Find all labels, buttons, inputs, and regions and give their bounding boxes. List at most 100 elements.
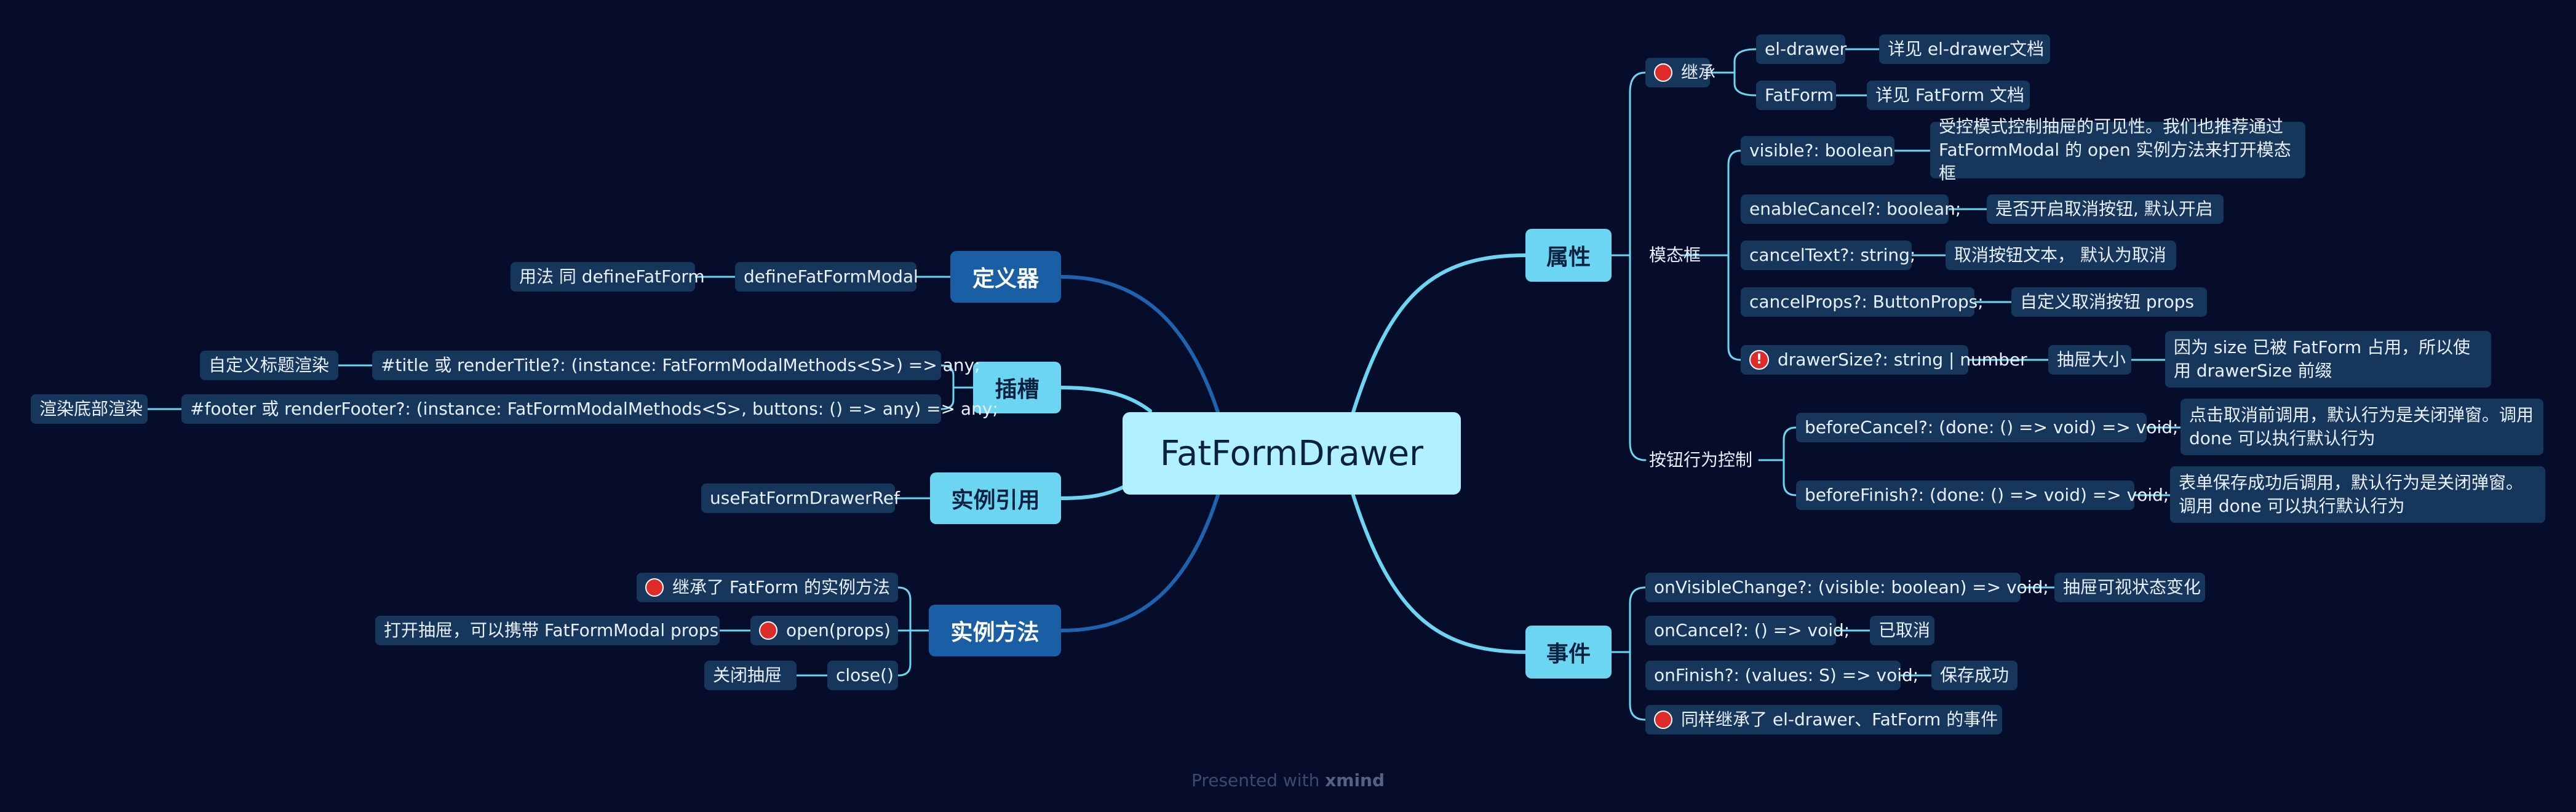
event-item-on-cancel-note[interactable]: 已取消	[1870, 616, 1934, 645]
warning-icon: !	[1749, 350, 1769, 370]
node-label: 打开抽屉，可以携带 FatFormModal props	[384, 620, 719, 640]
node-label: visible?: boolean	[1749, 140, 1894, 161]
node-label: 已取消	[1878, 620, 1931, 640]
node-label: #title 或 renderTitle?: (instance: FatFor…	[381, 355, 980, 375]
event-item-inherited[interactable]: 同样继承了 el-drawer、FatForm 的事件	[1645, 705, 2002, 734]
node-label: cancelProps?: ButtonProps;	[1749, 292, 1984, 312]
event-item-on-finish[interactable]: onFinish?: (values: S) => void;	[1645, 661, 1918, 690]
branch-definer[interactable]: 定义器	[950, 251, 1061, 303]
modal-item-visible-note[interactable]: 受控模式控制抽屉的可见性。我们也推荐通过 FatFormModal 的 open…	[1930, 116, 2305, 183]
modal-item-cancel-text-note[interactable]: 取消按钮文本， 默认为取消	[1946, 241, 2176, 270]
node-label: 渲染底部渲染	[39, 399, 143, 419]
node-label: beforeFinish?: (done: () => void) => voi…	[1805, 485, 2169, 505]
inherit-node[interactable]: 继承	[1645, 58, 1715, 87]
branch-methods-label: 实例方法	[950, 620, 1040, 645]
modal-item-cancel-text[interactable]: cancelText?: string;	[1741, 241, 1916, 270]
node-label: FatForm	[1765, 85, 1834, 105]
behavior-item-before-cancel-note[interactable]: 点击取消前调用，默认行为是关闭弹窗。调用 done 可以执行默认行为	[2180, 399, 2543, 455]
node-label: drawerSize?: string | number	[1778, 349, 2027, 370]
node-label: 保存成功	[1940, 665, 2010, 685]
inherit-item-el-drawer-note[interactable]: 详见 el-drawer文档	[1879, 34, 2050, 64]
behavior-item-before-finish[interactable]: beforeFinish?: (done: () => void) => voi…	[1796, 480, 2169, 510]
node-label: 因为 size 已被 FatForm 占用，所以使用 drawerSize 前缀	[2174, 337, 2471, 381]
branch-methods[interactable]: 实例方法	[929, 605, 1061, 656]
inherit-item-fatform[interactable]: FatForm	[1756, 81, 1836, 110]
slot-item-title[interactable]: #title 或 renderTitle?: (instance: FatFor…	[372, 351, 980, 380]
modal-item-cancel-props[interactable]: cancelProps?: ButtonProps;	[1741, 287, 1984, 317]
node-label: 自定义标题渲染	[209, 355, 330, 375]
event-item-on-finish-note[interactable]: 保存成功	[1931, 661, 2017, 690]
presented-with-footer: Presented with xmind	[0, 770, 2576, 790]
node-label: 详见 FatForm 文档	[1875, 85, 2025, 105]
node-label: 表单保存成功后调用，默认行为是关闭弹窗。调用 done 可以执行默认行为	[2179, 472, 2524, 516]
definer-note[interactable]: 用法 同 defineFatForm	[511, 262, 705, 292]
branch-events[interactable]: 事件	[1525, 626, 1612, 679]
event-item-on-visible-change[interactable]: onVisibleChange?: (visible: boolean) => …	[1645, 573, 2049, 602]
node-label: open(props)	[786, 620, 891, 640]
node-label: onCancel?: () => void;	[1654, 620, 1850, 640]
method-item-open[interactable]: open(props)	[750, 616, 898, 645]
definer-item[interactable]: defineFatFormModal	[735, 262, 918, 292]
branch-ref[interactable]: 实例引用	[930, 472, 1061, 524]
root-label: FatFormDrawer	[1159, 433, 1424, 474]
node-label: 按钮行为控制	[1649, 450, 1753, 470]
root-node[interactable]: FatFormDrawer	[1123, 412, 1461, 495]
node-label: enableCancel?: boolean;	[1749, 199, 1962, 219]
ref-item[interactable]: useFatFormDrawerRef	[701, 484, 900, 513]
connector-root-events	[1351, 493, 1527, 654]
node-label: 自定义取消按钮 props	[2020, 292, 2195, 312]
node-label: 取消按钮文本， 默认为取消	[1954, 245, 2166, 265]
modal-item-drawer-size-note[interactable]: 抽屉大小	[2048, 345, 2131, 375]
connector-root-slots	[1059, 386, 1152, 413]
modal-item-enable-cancel-note[interactable]: 是否开启取消按钮, 默认开启	[1987, 194, 2224, 224]
behavior-item-before-finish-note[interactable]: 表单保存成功后调用，默认行为是关闭弹窗。调用 done 可以执行默认行为	[2170, 466, 2545, 523]
node-label: 关闭抽屉	[713, 665, 782, 685]
behavior-node[interactable]: 按钮行为控制	[1645, 445, 1759, 475]
inherit-item-fatform-note[interactable]: 详见 FatForm 文档	[1867, 81, 2030, 110]
modal-item-enable-cancel[interactable]: enableCancel?: boolean;	[1741, 194, 1961, 224]
red-dot-icon	[1654, 710, 1672, 729]
slot-item-footer-note[interactable]: 渲染底部渲染	[31, 394, 148, 424]
modal-item-cancel-props-note[interactable]: 自定义取消按钮 props	[2011, 287, 2207, 317]
connector-root-properties	[1351, 253, 1527, 414]
node-label: 受控模式控制抽屉的可见性。我们也推荐通过 FatFormModal 的 open…	[1939, 116, 2291, 183]
method-item-open-note[interactable]: 打开抽屉，可以携带 FatFormModal props	[375, 616, 720, 645]
node-label: 抽屉可视状态变化	[2063, 577, 2201, 597]
red-dot-icon	[1654, 63, 1672, 82]
event-item-on-cancel[interactable]: onCancel?: () => void;	[1645, 616, 1850, 645]
method-item-close[interactable]: close()	[827, 661, 898, 690]
node-label: cancelText?: string;	[1749, 245, 1916, 265]
modal-node[interactable]: 模态框	[1645, 241, 1713, 270]
method-item-inherited[interactable]: 继承了 FatForm 的实例方法	[637, 573, 898, 602]
modal-item-visible[interactable]: visible?: boolean	[1741, 136, 1894, 165]
node-label: beforeCancel?: (done: () => void) => voi…	[1805, 417, 2179, 437]
behavior-item-before-cancel[interactable]: beforeCancel?: (done: () => void) => voi…	[1796, 413, 2178, 442]
node-label: 抽屉大小	[2057, 349, 2126, 370]
method-item-close-note[interactable]: 关闭抽屉	[704, 661, 797, 690]
slot-item-title-note[interactable]: 自定义标题渲染	[200, 351, 338, 380]
node-label: onVisibleChange?: (visible: boolean) => …	[1654, 577, 2049, 597]
node-label: #footer 或 renderFooter?: (instance: FatF…	[190, 399, 998, 419]
branch-ref-label: 实例引用	[951, 488, 1040, 513]
node-label: defineFatFormModal	[744, 266, 918, 287]
node-label: 用法 同 defineFatForm	[519, 266, 705, 287]
branch-slots-label: 插槽	[995, 377, 1040, 402]
branch-properties-label: 属性	[1546, 245, 1591, 270]
node-label: 同样继承了 el-drawer、FatForm 的事件	[1681, 709, 1998, 730]
inherit-item-el-drawer[interactable]: el-drawer	[1756, 34, 1847, 64]
event-item-on-visible-change-note[interactable]: 抽屉可视状态变化	[2054, 573, 2205, 602]
node-label: onFinish?: (values: S) => void;	[1654, 665, 1919, 685]
branch-properties[interactable]: 属性	[1525, 229, 1612, 282]
footer-prefix: Presented with	[1191, 770, 1320, 790]
inherit-label: 继承	[1681, 62, 1716, 82]
red-dot-icon	[645, 578, 664, 597]
node-label: 继承了 FatForm 的实例方法	[672, 577, 891, 597]
slot-item-footer[interactable]: #footer 或 renderFooter?: (instance: FatF…	[181, 394, 998, 424]
modal-item-drawer-size[interactable]: ! drawerSize?: string | number	[1741, 345, 2027, 375]
modal-item-drawer-size-subnote[interactable]: 因为 size 已被 FatForm 占用，所以使用 drawerSize 前缀	[2165, 331, 2491, 388]
node-label: useFatFormDrawerRef	[710, 488, 900, 508]
node-label: close()	[836, 665, 894, 685]
branch-slots[interactable]: 插槽	[973, 362, 1061, 413]
node-label: 点击取消前调用，默认行为是关闭弹窗。调用 done 可以执行默认行为	[2189, 405, 2534, 448]
